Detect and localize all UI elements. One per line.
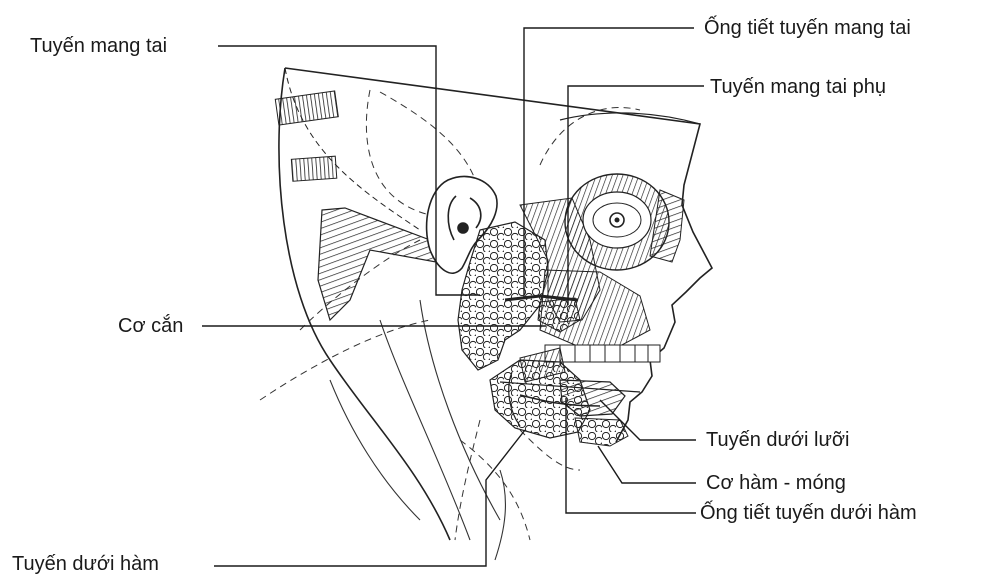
label-co-can: Cơ cắn [118, 315, 183, 337]
label-ong-tiet-tuyen-mang-tai: Ống tiết tuyến mang tai [704, 17, 911, 39]
label-co-ham-mong: Cơ hàm - móng [706, 472, 846, 494]
temporal-marks [275, 91, 338, 181]
label-tuyen-mang-tai: Tuyến mang tai [30, 35, 167, 57]
label-tuyen-duoi-luoi: Tuyến dưới lưỡi [706, 429, 849, 451]
label-ong-tiet-tuyen-duoi-ham: Ống tiết tuyến dưới hàm [700, 502, 917, 524]
label-tuyen-duoi-ham: Tuyến dưới hàm [12, 553, 159, 575]
label-tuyen-mang-tai-phu: Tuyến mang tai phụ [710, 76, 886, 98]
mylohyoid-muscle [575, 418, 628, 446]
